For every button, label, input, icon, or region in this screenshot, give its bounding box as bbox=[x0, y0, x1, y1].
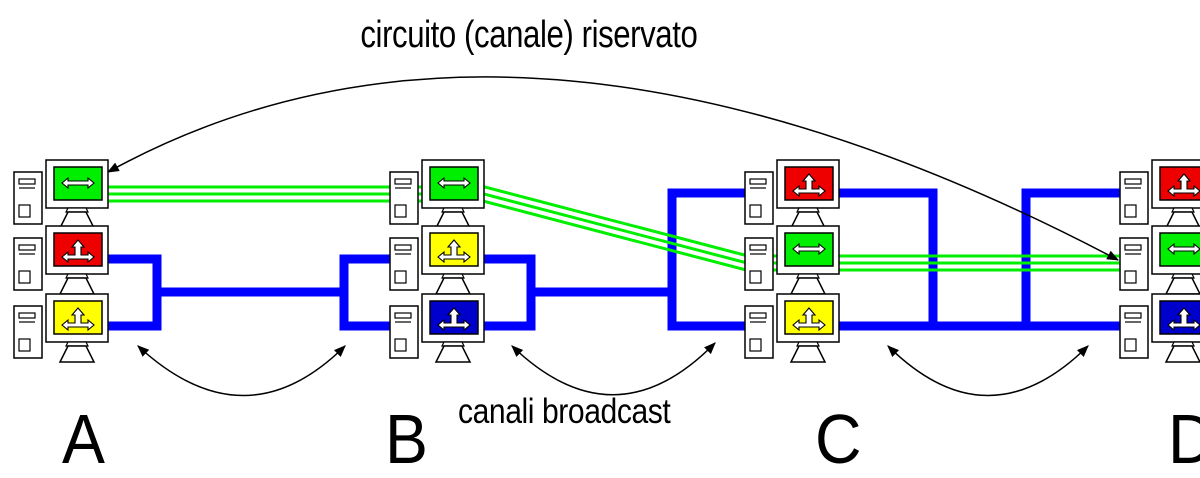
power-button bbox=[18, 204, 31, 218]
wire-layer bbox=[13, 76, 1200, 397]
monitor-stand bbox=[434, 277, 472, 295]
computer-station bbox=[389, 159, 485, 229]
reserved-circuit bbox=[105, 185, 1124, 272]
drive-slot bbox=[18, 244, 36, 251]
power-button bbox=[394, 270, 407, 284]
computer-station bbox=[744, 159, 840, 229]
broadcast-channel-cd bbox=[820, 188, 938, 331]
annotation-arrows bbox=[106, 76, 1120, 397]
power-button bbox=[18, 270, 31, 284]
drive-slot bbox=[1124, 312, 1142, 319]
computer-station bbox=[389, 225, 485, 295]
computer-station bbox=[13, 225, 109, 295]
broadcast-channel-cd bbox=[1021, 188, 1129, 331]
monitor-neck bbox=[441, 341, 465, 347]
monitor-neck bbox=[1171, 273, 1195, 279]
monitor-stand bbox=[1164, 277, 1200, 295]
tee-arrow-icon bbox=[1167, 173, 1200, 198]
monitor-stand bbox=[789, 345, 827, 363]
broadcast-arrow-cd bbox=[887, 345, 1089, 397]
monitor-stand bbox=[789, 277, 827, 295]
circuit-arrow bbox=[106, 76, 1120, 261]
monitor-neck bbox=[65, 341, 89, 347]
tee-arrow-icon bbox=[792, 307, 826, 332]
broadcast-caption: canali broadcast bbox=[458, 392, 671, 431]
monitor-stand bbox=[1164, 345, 1200, 363]
monitor-neck bbox=[65, 207, 89, 213]
double-arrow-icon bbox=[437, 176, 471, 190]
monitor-neck bbox=[1171, 341, 1195, 347]
monitor-neck bbox=[65, 273, 89, 279]
drive-slot bbox=[394, 178, 412, 185]
computer-stations bbox=[13, 159, 1200, 363]
drive-slot bbox=[749, 178, 767, 185]
broadcast-arrow-ab bbox=[137, 345, 346, 397]
tee-arrow-icon bbox=[61, 307, 95, 332]
double-arrow-icon bbox=[1167, 242, 1200, 256]
tee-arrow-icon bbox=[437, 239, 471, 264]
power-button bbox=[394, 338, 407, 352]
node-label-a: A bbox=[62, 400, 105, 478]
drive-slot bbox=[18, 312, 36, 319]
broadcast-channel-ab bbox=[103, 254, 162, 331]
circuit-line bbox=[105, 185, 1124, 258]
drive-slot bbox=[749, 244, 767, 251]
drive-slot bbox=[1124, 178, 1142, 185]
circuit-line bbox=[105, 199, 1124, 272]
monitor-stand bbox=[58, 277, 96, 295]
power-button bbox=[1124, 204, 1137, 218]
monitor-neck bbox=[796, 207, 820, 213]
node-label-d: D bbox=[1168, 404, 1200, 474]
power-button bbox=[394, 204, 407, 218]
monitor-screen bbox=[1159, 166, 1200, 201]
monitor-neck bbox=[796, 273, 820, 279]
drive-slot bbox=[18, 178, 36, 185]
tee-arrow-icon bbox=[437, 307, 471, 332]
power-button bbox=[18, 338, 31, 352]
computer-station bbox=[744, 293, 840, 363]
power-button bbox=[749, 270, 762, 284]
computer-station bbox=[13, 293, 109, 363]
monitor-neck bbox=[441, 273, 465, 279]
drive-slot bbox=[394, 312, 412, 319]
node-label-b: B bbox=[385, 400, 428, 478]
circuit-line bbox=[105, 192, 1124, 265]
power-button bbox=[749, 338, 762, 352]
broadcast-channels bbox=[103, 188, 1129, 331]
monitor-neck bbox=[441, 207, 465, 213]
computer-station bbox=[744, 225, 840, 295]
monitor-screen bbox=[1159, 300, 1200, 335]
power-button bbox=[749, 204, 762, 218]
computer-station bbox=[1119, 225, 1200, 295]
tee-arrow-icon bbox=[1167, 307, 1200, 332]
tee-arrow-icon bbox=[61, 239, 95, 264]
monitor-neck bbox=[1171, 207, 1195, 213]
drive-slot bbox=[1124, 244, 1142, 251]
network-diagram: circuito (canale) riservato canali broad… bbox=[13, 14, 1200, 474]
monitor-stand bbox=[1164, 211, 1200, 229]
monitor-stand bbox=[58, 345, 96, 363]
double-arrow-icon bbox=[61, 176, 95, 190]
double-arrow-icon bbox=[792, 242, 826, 256]
computer-station bbox=[13, 159, 109, 229]
monitor-stand bbox=[434, 345, 472, 363]
broadcast-channel-ab bbox=[339, 254, 399, 331]
broadcast-arrow-bc bbox=[511, 342, 716, 396]
tee-arrow-icon bbox=[792, 173, 826, 198]
power-button bbox=[1124, 338, 1137, 352]
monitor-neck bbox=[796, 341, 820, 347]
computer-station bbox=[1119, 293, 1200, 363]
computer-station bbox=[1119, 159, 1200, 229]
power-button bbox=[1124, 270, 1137, 284]
node-label-c: C bbox=[815, 400, 862, 478]
drive-slot bbox=[749, 312, 767, 319]
drive-slot bbox=[394, 244, 412, 251]
circuit-title: circuito (canale) riservato bbox=[360, 14, 698, 56]
computer-station bbox=[389, 293, 485, 363]
